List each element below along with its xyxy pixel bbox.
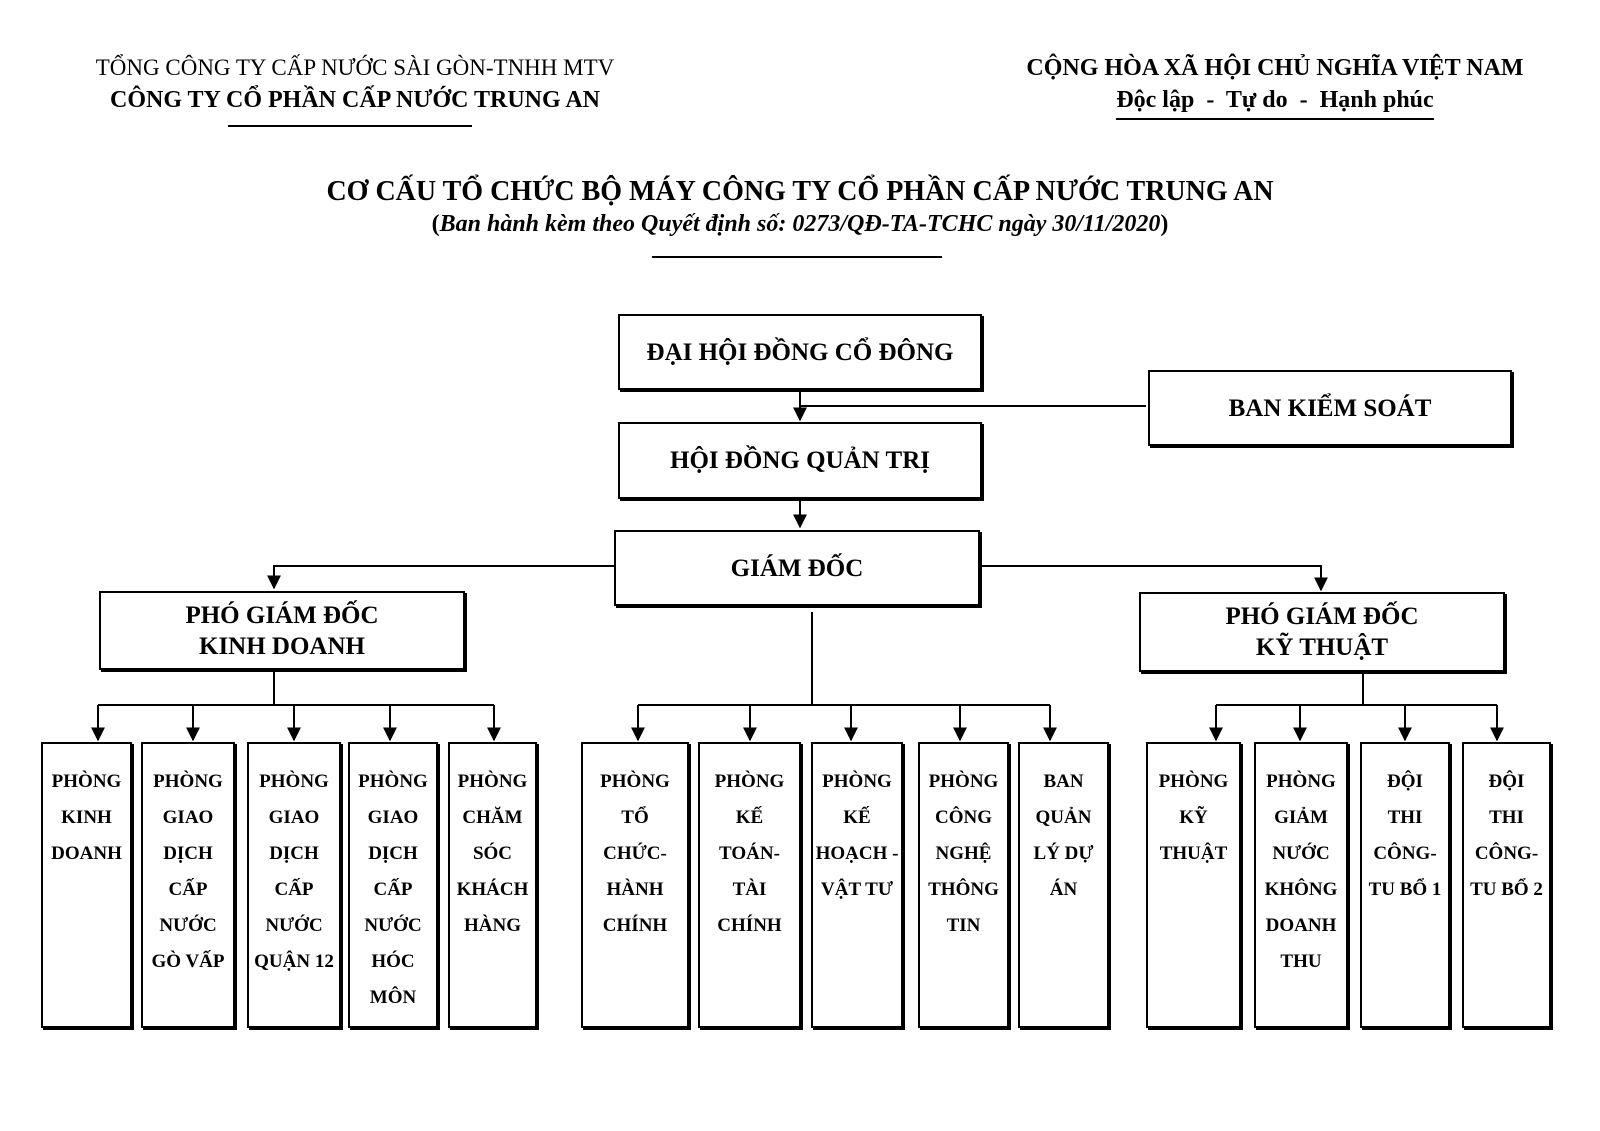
unit-project-management: BAN QUẢN LÝ DỰ ÁN (1018, 742, 1109, 1028)
deputy-business-line-2: KINH DOANH (199, 632, 365, 660)
company-underline (228, 125, 472, 127)
parent-company-name: TỔNG CÔNG TY CẤP NƯỚC SÀI GÒN-TNHH MTV (95, 55, 615, 80)
arrow-director-deputy-technical (980, 565, 1328, 592)
subtitle-text: Ban hành kèm theo Quyết định số: 0273/QĐ… (439, 211, 1161, 237)
supervisory-box: BAN KIỂM SOÁT (1148, 370, 1512, 446)
unit-label: ĐỘI THI CÔNG-TU BỔ 1 (1368, 771, 1442, 900)
document-subtitle: (Ban hành kèm theo Quyết định số: 0273/Q… (0, 208, 1600, 240)
unit-go-vap-office: PHÒNG GIAO DỊCH CẤP NƯỚC GÒ VẤP (141, 742, 235, 1028)
deputy-technical-line-1: PHÓ GIÁM ĐỐC (1225, 603, 1419, 630)
unit-non-revenue-water: PHÒNG GIẢM NƯỚC KHÔNG DOANH THU (1254, 742, 1348, 1028)
board-box: HỘI ĐỒNG QUẢN TRỊ (618, 422, 982, 499)
parent-organization-block: TỔNG CÔNG TY CẤP NƯỚC SÀI GÒN-TNHH MTV C… (60, 52, 650, 116)
unit-technical: PHÒNG KỸ THUẬT (1146, 742, 1241, 1028)
unit-label: PHÒNG KINH DOANH (51, 771, 122, 864)
shareholders-box: ĐẠI HỘI ĐỒNG CỔ ĐÔNG (618, 314, 982, 390)
board-label: HỘI ĐỒNG QUẢN TRỊ (670, 447, 930, 474)
unit-hoc-mon-office: PHÒNG GIAO DỊCH CẤP NƯỚC HÓC MÔN (348, 742, 438, 1028)
director-label: GIÁM ĐỐC (730, 554, 864, 582)
unit-label: PHÒNG GIẢM NƯỚC KHÔNG DOANH THU (1264, 771, 1338, 972)
unit-finance: PHÒNG KẾ TOÁN-TÀI CHÍNH (698, 742, 801, 1028)
supervisory-label: BAN KIỂM SOÁT (1228, 394, 1432, 422)
document-title: CƠ CẤU TỔ CHỨC BỘ MÁY CÔNG TY CỔ PHẦN CẤ… (326, 176, 1274, 207)
nation-name: CỘNG HÒA XÃ HỘI CHỦ NGHĨA VIỆT NAM (1026, 55, 1524, 81)
deputy-business-line-1: PHÓ GIÁM ĐỐC (185, 601, 379, 629)
unit-information-technology: PHÒNG CÔNG NGHỆ THÔNG TIN (918, 742, 1009, 1028)
unit-label: PHÒNG GIAO DỊCH CẤP NƯỚC GÒ VẤP (151, 771, 225, 972)
national-motto-block: CỘNG HÒA XÃ HỘI CHỦ NGHĨA VIỆT NAM Độc l… (1000, 52, 1550, 120)
deputy-technical-box: PHÓ GIÁM ĐỐC KỸ THUẬT (1139, 592, 1505, 672)
director-box: GIÁM ĐỐC (614, 530, 980, 606)
shareholders-label: ĐẠI HỘI ĐỒNG CỔ ĐÔNG (646, 338, 954, 366)
subtitle-close-paren: ) (1160, 211, 1169, 237)
unit-label: PHÒNG TỔ CHỨC-HÀNH CHÍNH (600, 771, 670, 936)
unit-construction-team-1: ĐỘI THI CÔNG-TU BỔ 1 (1360, 742, 1450, 1028)
unit-sales: PHÒNG KINH DOANH (41, 742, 132, 1028)
unit-label: PHÒNG KẾ TOÁN-TÀI CHÍNH (714, 771, 785, 936)
motto: Độc lập - Tự do - Hạnh phúc (1116, 84, 1434, 120)
unit-planning-materials: PHÒNG KẾ HOẠCH -VẬT TƯ (811, 742, 903, 1028)
unit-label: PHÒNG KỸ THUẬT (1158, 771, 1229, 864)
unit-label: PHÒNG KẾ HOẠCH -VẬT TƯ (815, 771, 899, 900)
unit-customer-care: PHÒNG CHĂM SÓC KHÁCH HÀNG (448, 742, 537, 1028)
unit-label: ĐỘI THI CÔNG-TU BỔ 2 (1470, 771, 1543, 900)
unit-label: PHÒNG GIAO DỊCH CẤP NƯỚC HÓC MÔN (358, 771, 428, 1008)
unit-administration: PHÒNG TỔ CHỨC-HÀNH CHÍNH (581, 742, 689, 1028)
company-name: CÔNG TY CỔ PHẦN CẤP NƯỚC TRUNG AN (109, 87, 601, 113)
title-underline (652, 256, 942, 258)
subtitle-open-paren: ( (431, 211, 440, 237)
deputy-technical-line-2: KỸ THUẬT (1255, 634, 1389, 661)
arrow-director-deputy-business (267, 565, 614, 590)
unit-label: BAN QUẢN LÝ DỰ ÁN (1033, 771, 1094, 900)
unit-label: PHÒNG CHĂM SÓC KHÁCH HÀNG (456, 771, 529, 936)
unit-construction-team-2: ĐỘI THI CÔNG-TU BỔ 2 (1462, 742, 1551, 1028)
unit-district-12-office: PHÒNG GIAO DỊCH CẤP NƯỚC QUẬN 12 (247, 742, 341, 1028)
unit-label: PHÒNG CÔNG NGHỆ THÔNG TIN (928, 771, 999, 936)
deputy-business-box: PHÓ GIÁM ĐỐC KINH DOANH (99, 591, 465, 670)
unit-label: PHÒNG GIAO DỊCH CẤP NƯỚC QUẬN 12 (254, 771, 334, 972)
